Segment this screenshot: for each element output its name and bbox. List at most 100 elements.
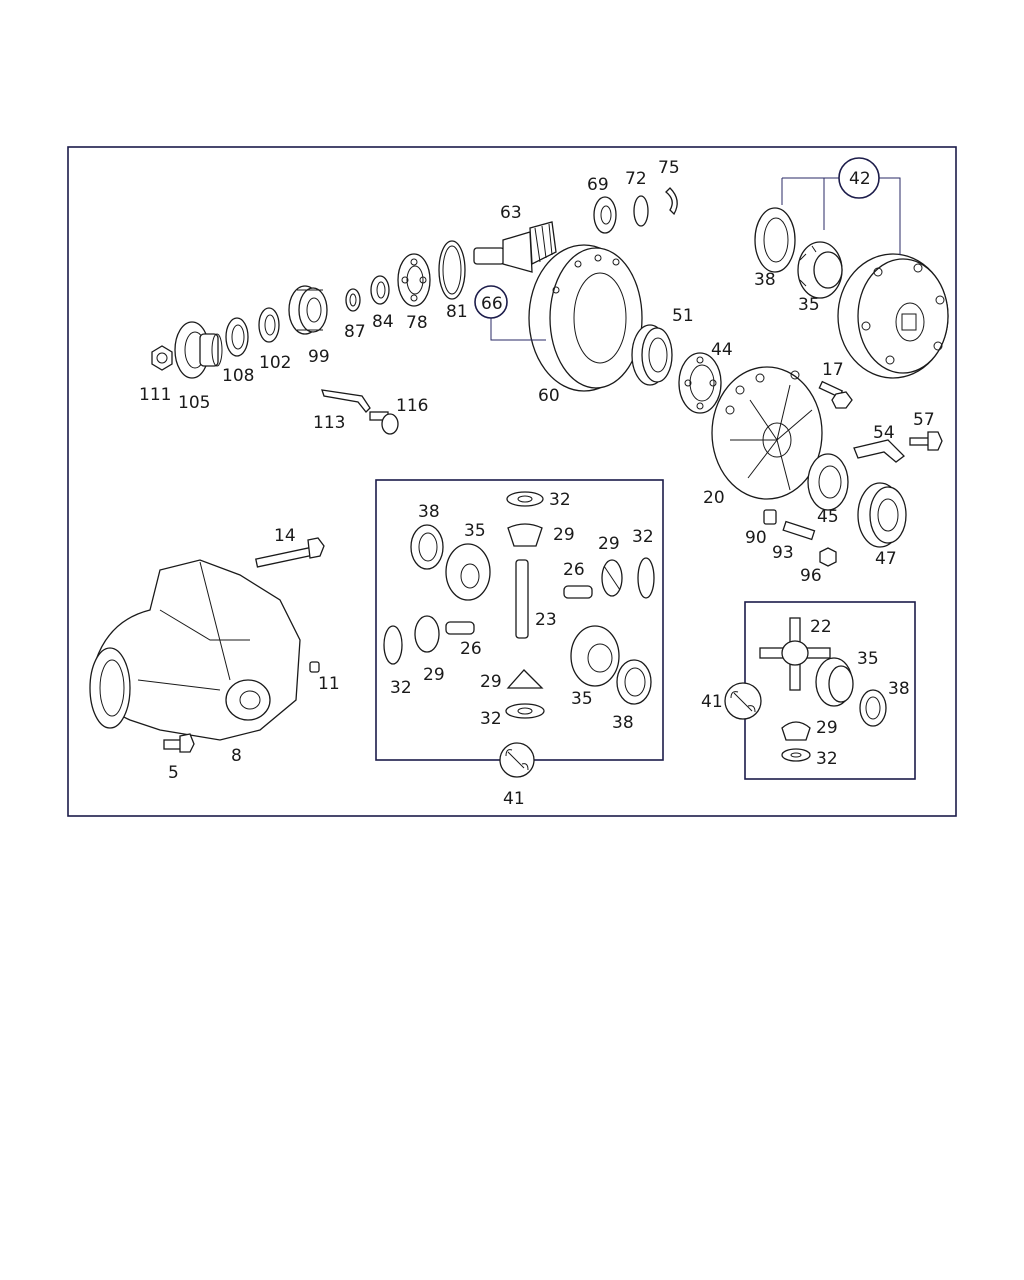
b-pinion-29-left [414,615,440,653]
label-63: 63 [500,203,522,223]
ring-gear [528,244,643,392]
box-c-label-22: 22 [810,617,832,637]
box-b-label-29d: 29 [480,672,502,692]
b-washer-32-top [506,491,544,507]
seal-ring [225,317,249,357]
label-108: 108 [222,366,254,386]
label-8: 8 [231,746,242,766]
label-78: 78 [406,313,428,333]
label-111: 111 [139,385,171,405]
shaft-seal [258,307,280,343]
box-b-label-23: 23 [535,610,557,630]
axle-housing [89,559,301,741]
side-gear-35-top [797,241,843,299]
box-c-label-29: 29 [816,718,838,738]
label-38-top: 38 [754,270,776,290]
c-pinion-29 [781,721,811,741]
label-69: 69 [587,175,609,195]
label-5: 5 [168,763,179,783]
box-c-label-41: 41 [701,692,723,712]
label-47: 47 [875,549,897,569]
box-b-label-29b: 29 [598,534,620,554]
callout-42 [838,157,880,199]
b-service-kit-wrench-icon [499,742,535,778]
label-113: 113 [313,413,345,433]
label-54: 54 [873,423,895,443]
bolt-14 [255,537,325,568]
box-b-label-32c: 32 [390,678,412,698]
plug-90 [763,509,777,525]
b-pinion-29-bottom [506,669,544,689]
b-cross-shaft-23 [515,559,529,639]
diagram-frame [67,146,957,817]
bolt-17 [818,380,853,409]
label-11: 11 [318,674,340,694]
b-washer-32-right [637,557,655,599]
shim-72 [633,195,649,227]
box-c-label-38: 38 [888,679,910,699]
bearing-69 [593,196,617,234]
label-66: 66 [481,294,503,314]
box-c-label-35: 35 [857,649,879,669]
differential-housing-cover [711,366,823,500]
circlip-75 [665,187,678,216]
callout-66 [474,285,508,319]
taper-bearing-51 [631,324,673,386]
label-51: 51 [672,306,694,326]
label-42: 42 [849,169,871,189]
label-99: 99 [308,347,330,367]
box-b-label-35a: 35 [464,521,486,541]
drive-flange [174,321,223,379]
box-b-label-38a: 38 [418,502,440,522]
c-washer-32 [781,748,811,762]
bolt-5 [163,733,195,753]
label-57: 57 [913,410,935,430]
label-45: 45 [817,507,839,527]
label-60: 60 [538,386,560,406]
c-service-kit-wrench-icon [724,682,762,720]
label-93: 93 [772,543,794,563]
b-washer-32-left [383,625,403,665]
b-washer-32-bottom [505,703,545,719]
bearing-78 [397,253,431,307]
label-81: 81 [446,302,468,322]
label-44: 44 [711,340,733,360]
adjusting-nut-47 [857,482,907,548]
bracket-113 [321,389,371,413]
box-b-label-32d: 32 [480,709,502,729]
box-b-label-41: 41 [503,789,525,809]
thrust-washer-38-top [754,207,796,273]
shim-ring-81 [438,240,466,300]
box-b-label-26b: 26 [460,639,482,659]
label-84: 84 [372,312,394,332]
box-b-label-32a: 32 [549,490,571,510]
leader-66 [490,318,546,341]
taper-bearing-small [288,285,328,335]
bolt-116 [369,411,399,435]
drive-pinion [473,221,557,273]
c-spider-cross-22 [759,617,831,691]
shim-87 [345,288,361,312]
retainer-plate-54 [853,439,905,463]
box-b-label-29c: 29 [423,665,445,685]
label-75: 75 [658,158,680,178]
pinion-nut [151,345,173,371]
label-72: 72 [625,169,647,189]
label-17: 17 [822,360,844,380]
bolt-57 [909,431,943,451]
stud-93 [782,520,816,541]
label-96: 96 [800,566,822,586]
c-thrust-washer-38 [859,689,887,727]
box-b-label-38b: 38 [612,713,634,733]
label-35-top: 35 [798,295,820,315]
label-116: 116 [396,396,428,416]
box-b-label-32b: 32 [632,527,654,547]
label-102: 102 [259,353,291,373]
b-pinion-29-top [507,523,543,547]
b-thrust-washer-38-bottom [616,659,652,705]
b-side-gear-35-bottom [570,625,620,687]
label-20: 20 [703,488,725,508]
b-pin-26a [563,585,593,599]
label-87: 87 [344,322,366,342]
